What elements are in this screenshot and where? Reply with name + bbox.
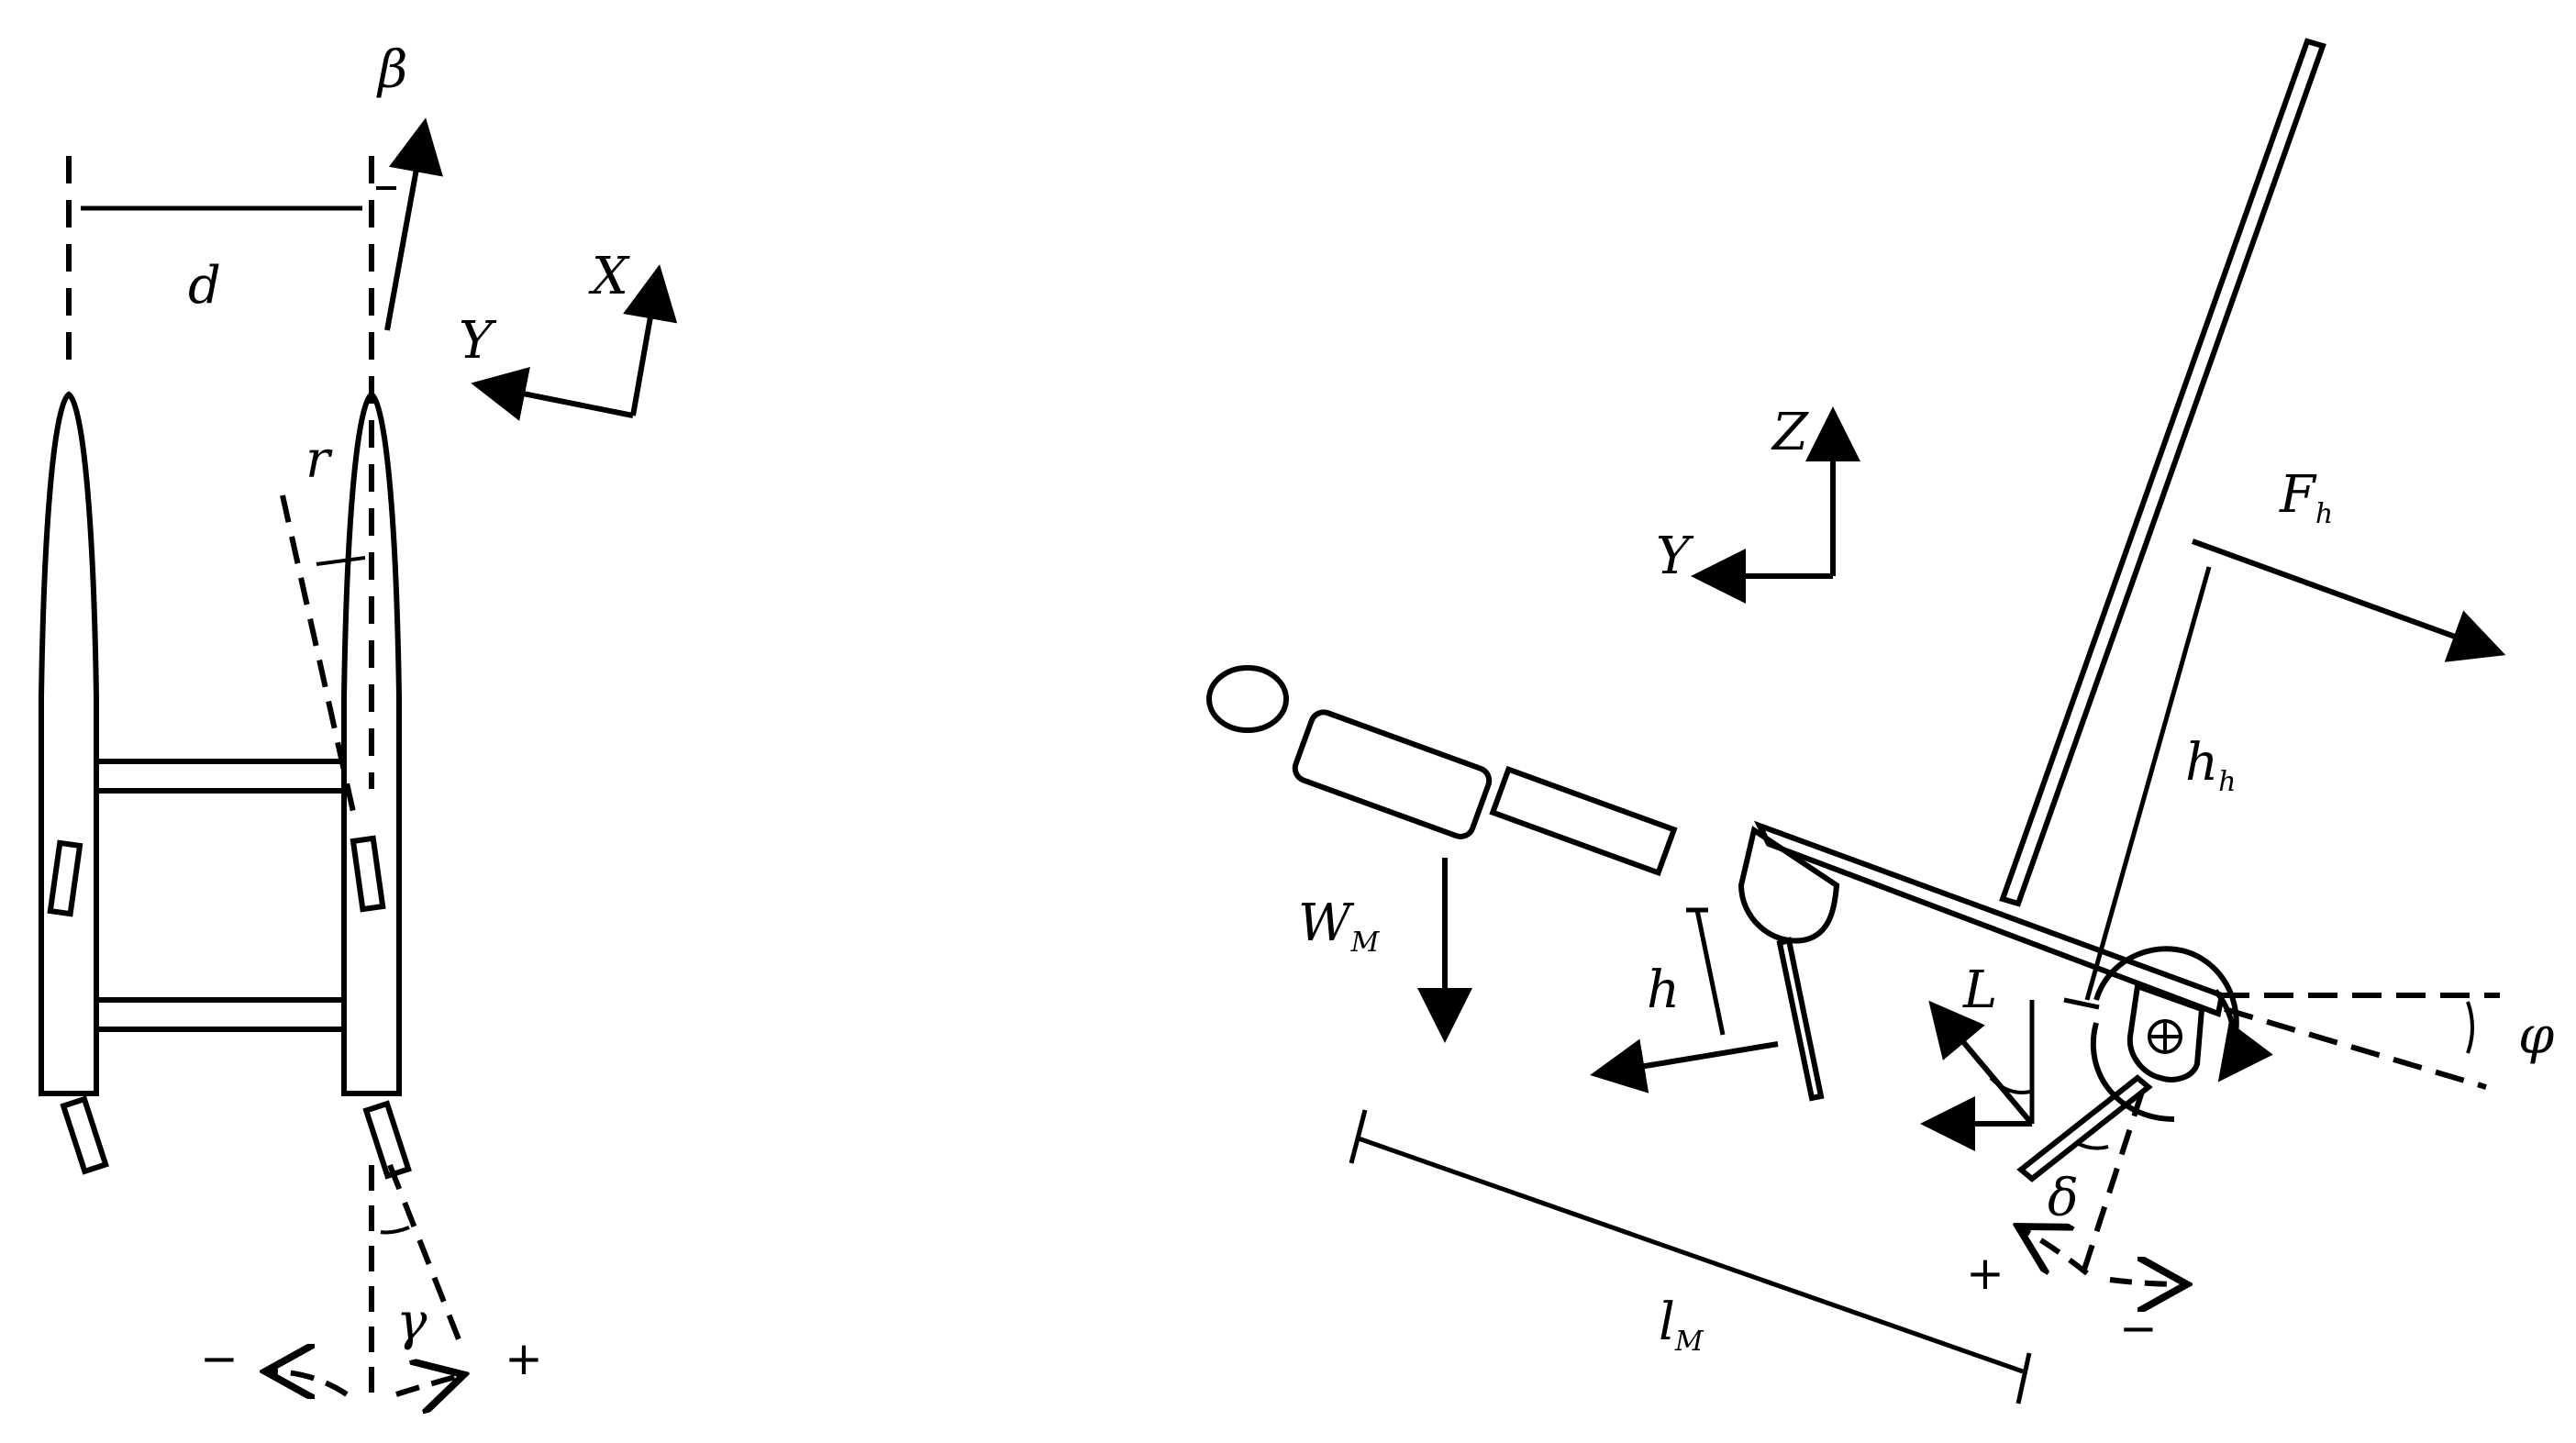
side-view	[1206, 38, 2506, 1404]
left-brake-block	[47, 839, 83, 917]
lm-dimension-cap-left	[1349, 1109, 1368, 1164]
left-caster	[60, 1095, 109, 1175]
caster-force-arrow	[1590, 1038, 1779, 1093]
fh-label: Fh	[2279, 465, 2333, 530]
hh-dimension-cap	[2063, 997, 2100, 1010]
minus-label: −	[200, 1332, 239, 1385]
x-axis-arrow	[623, 264, 678, 416]
gamma-angle-arc	[380, 1226, 410, 1235]
right-wheel	[341, 391, 402, 1096]
r-label: r	[305, 430, 333, 490]
gamma-label: γ	[396, 1293, 427, 1352]
delta-plus-label: +	[1966, 1247, 2004, 1300]
beta-arrow	[384, 117, 443, 331]
caster-leg	[1776, 937, 1825, 1102]
delta-angle-arc	[2074, 1140, 2109, 1150]
delta-plus-arrow	[2023, 1229, 2089, 1276]
push-force-arrow	[2191, 538, 2506, 662]
push-handle	[1999, 38, 2326, 907]
l-force-arrow	[1928, 1000, 2035, 1126]
occupant-thigh	[1489, 765, 1678, 877]
hub-axle-icon	[2148, 1019, 2182, 1054]
occupant-torso	[1292, 709, 1493, 839]
camber-line	[280, 494, 356, 813]
phi-angle-arc	[2466, 1001, 2474, 1054]
weight-label: WM	[1298, 894, 1381, 959]
fh-label-sub: h	[2315, 498, 2333, 530]
plus-rotation-arrow	[395, 1376, 459, 1394]
phi-label: φ	[2518, 1006, 2554, 1066]
phi-tilted-line	[2224, 1006, 2487, 1090]
right-caster	[362, 1100, 412, 1180]
beta-label: β	[376, 40, 407, 100]
lm-label: lM	[1659, 1293, 1704, 1358]
wheel-rotation-arrow	[2213, 989, 2273, 1082]
y-axis-arrow	[471, 366, 634, 421]
lm-dimension-line	[1355, 1135, 2024, 1374]
hub-box	[2126, 982, 2205, 1082]
hh-label: hh	[2185, 733, 2236, 798]
l-label: L	[1962, 960, 1997, 1020]
hh-label-sub: h	[2218, 766, 2236, 798]
d-label: d	[188, 256, 221, 316]
delta-label: δ	[2048, 1169, 2079, 1228]
delta-minus-arrow	[2109, 1280, 2182, 1284]
plus-label: +	[505, 1332, 543, 1385]
top-view	[39, 117, 678, 1404]
left-wheel	[39, 391, 99, 1096]
occupant-head	[1206, 665, 1289, 733]
camber-angle-tick	[316, 556, 366, 566]
caster-gamma-line	[387, 1163, 461, 1341]
seat-front-cushion	[1738, 826, 1840, 944]
delta-dashed-line	[2080, 1091, 2145, 1276]
x-axis-label: X	[588, 247, 630, 306]
anti-tip-leg	[2016, 1074, 2153, 1182]
h-label: h	[1647, 960, 1680, 1020]
lm-label-sub: M	[1674, 1326, 1704, 1358]
rear-wheel-lower-arc	[2090, 1022, 2175, 1122]
frame-crossbar-bottom	[94, 997, 347, 1032]
delta-minus-label: −	[2119, 1302, 2158, 1355]
l-angle-arc	[1989, 1076, 2031, 1094]
z-axis-label: Z	[1771, 403, 1809, 462]
y-axis-label-side: Y	[1656, 527, 1694, 586]
right-brake-block	[350, 835, 386, 913]
y-axis-label: Y	[459, 311, 497, 371]
lm-dimension-cap-right	[2015, 1352, 2032, 1404]
minus-rotation-arrow	[271, 1371, 349, 1394]
frame-crossbar-top	[94, 759, 347, 794]
weight-label-sub: M	[1350, 927, 1381, 959]
h-dimension-line	[1694, 909, 1726, 1036]
hh-dimension-line	[2084, 566, 2212, 1001]
